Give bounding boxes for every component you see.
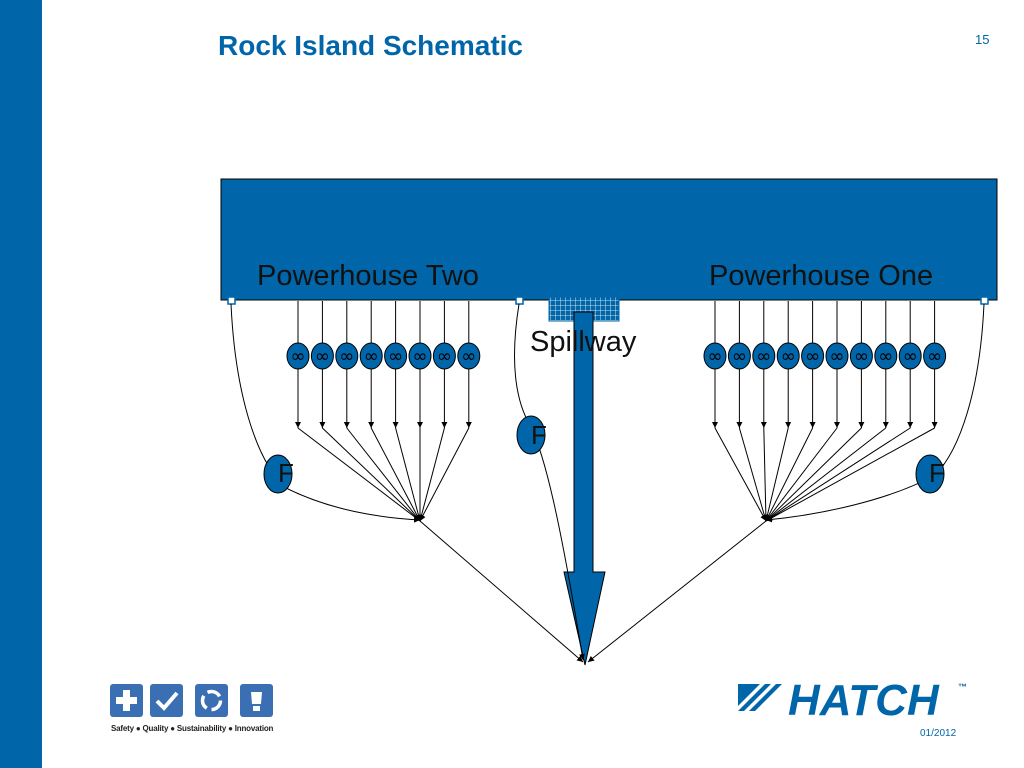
- collector-line: [419, 520, 584, 663]
- powerhouse-one-turbine-symbol: ∞: [830, 346, 845, 367]
- powerhouse-one-turbine-symbol: ∞: [927, 346, 942, 367]
- powerhouse-two-turbine-symbol: ∞: [291, 346, 306, 367]
- powerhouse-two-tailrace-line: [395, 427, 422, 522]
- fishway-marker: [915, 454, 945, 494]
- powerhouse-one-tailrace-line: [765, 427, 887, 522]
- fishway-line: [765, 303, 985, 523]
- powerhouse-one-turbine-symbol: ∞: [756, 346, 771, 367]
- sidebar-bar: [0, 0, 42, 768]
- spillway-arrow: [563, 311, 606, 666]
- powerhouse-one-tailrace-line: [714, 427, 767, 522]
- powerhouse-one-label: Powerhouse One: [709, 260, 934, 292]
- fishway-label-left: F: [278, 458, 294, 488]
- powerhouse-two-turbine-symbol: ∞: [315, 346, 330, 367]
- trademark: ™: [958, 682, 967, 692]
- intake-square: [227, 296, 236, 305]
- collector-line: [587, 520, 767, 663]
- fishway-marker: [263, 454, 293, 494]
- lightbulb-icon: [240, 684, 273, 717]
- recycle-icon: [195, 684, 228, 717]
- powerhouse-two-label: Powerhouse Two: [257, 260, 479, 292]
- powerhouse-two-tailrace-line: [346, 427, 421, 522]
- powerhouse-two-turbine-symbol: ∞: [388, 346, 403, 367]
- powerhouse-two-tailrace-line: [322, 427, 421, 522]
- hatch-logo-mark: [738, 684, 782, 711]
- fishway-marker: [516, 415, 546, 455]
- check-icon: [150, 684, 183, 717]
- powerhouse-two-turbine-symbol: ∞: [461, 346, 476, 367]
- powerhouse-two-turbine-symbol: ∞: [339, 346, 354, 367]
- powerhouse-two-turbine-symbol: ∞: [364, 346, 379, 367]
- reservoir: [220, 178, 998, 301]
- powerhouse-one-tailrace-line: [765, 427, 862, 522]
- fishway-line: [230, 303, 421, 523]
- powerhouse-two-turbine-symbol: ∞: [437, 346, 452, 367]
- powerhouse-one-tailrace-line: [765, 427, 911, 522]
- powerhouse-two-tailrace-line: [370, 427, 421, 522]
- powerhouse-one-turbine-symbol: ∞: [903, 346, 918, 367]
- powerhouse-one-turbine-symbol: ∞: [781, 346, 796, 367]
- spillway-label: Spillway: [530, 326, 637, 358]
- powerhouse-one-turbine-symbol: ∞: [805, 346, 820, 367]
- powerhouse-one-tailrace-line: [762, 427, 769, 522]
- fishway-label-right: F: [929, 458, 945, 488]
- powerhouse-one-tailrace-line: [738, 427, 768, 522]
- plus-icon: [110, 684, 143, 717]
- slide-title: Rock Island Schematic: [218, 30, 524, 61]
- powerhouse-one-tailrace-line: [764, 427, 789, 522]
- values-tagline: Safety ● Quality ● Sustainability ● Inno…: [111, 724, 274, 733]
- intake-square: [515, 296, 524, 305]
- fishway-label-middle: F: [531, 420, 547, 450]
- powerhouse-one-turbine-symbol: ∞: [732, 346, 747, 367]
- page-number: 15: [975, 32, 990, 47]
- powerhouse-two-tailrace-line: [418, 427, 445, 522]
- powerhouse-one-tailrace-line: [765, 427, 838, 522]
- powerhouse-one-tailrace-line: [765, 427, 935, 522]
- powerhouse-two-turbine-symbol: ∞: [413, 346, 428, 367]
- powerhouse-one-turbine-symbol: ∞: [878, 346, 893, 367]
- powerhouse-one-turbine-symbol: ∞: [854, 346, 869, 367]
- powerhouse-two-tailrace-line: [297, 427, 421, 522]
- powerhouse-two-tailrace-line: [419, 427, 470, 522]
- intake-square: [980, 296, 989, 305]
- slide-date: 01/2012: [920, 728, 957, 739]
- powerhouse-one-turbine-symbol: ∞: [708, 346, 723, 367]
- powerhouse-one-tailrace-line: [765, 427, 814, 522]
- hatch-brand: HATCH: [788, 676, 939, 725]
